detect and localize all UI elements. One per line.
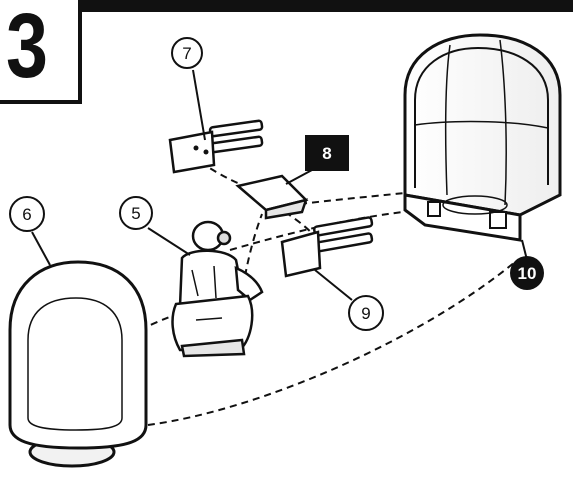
canopy-outer-shell [405, 35, 560, 215]
clear-canopy-part [405, 35, 560, 240]
barrel-7-top [210, 120, 263, 136]
callout-8-label: 8 [322, 144, 331, 163]
canopy-notch-right [490, 212, 506, 228]
gunner-figure-part [173, 222, 262, 356]
callout-7-leader [193, 70, 205, 140]
callout-5-label: 5 [131, 204, 140, 223]
callout-6-leader [32, 232, 50, 265]
figure-headphone [218, 232, 230, 244]
callout-9-leader [315, 270, 352, 300]
dome-shell [10, 262, 146, 448]
callout-10-label: 10 [518, 264, 537, 283]
canopy-notch-left [428, 202, 440, 216]
callout-8-leader [286, 170, 312, 184]
callout-9-label: 9 [361, 304, 370, 323]
callout-9 [315, 270, 383, 330]
barrel-7-bottom [210, 136, 263, 152]
callout-5-leader [148, 228, 190, 255]
callout-8 [286, 135, 349, 184]
barrel-9-breech [282, 232, 320, 276]
dome-turret-part [10, 262, 146, 466]
callout-6-label: 6 [22, 205, 31, 224]
twin-barrels-7-part [170, 120, 262, 172]
twin-barrels-9-part [282, 217, 372, 276]
callout-7-label: 7 [182, 44, 191, 63]
gun-mount-8-part [238, 176, 306, 218]
